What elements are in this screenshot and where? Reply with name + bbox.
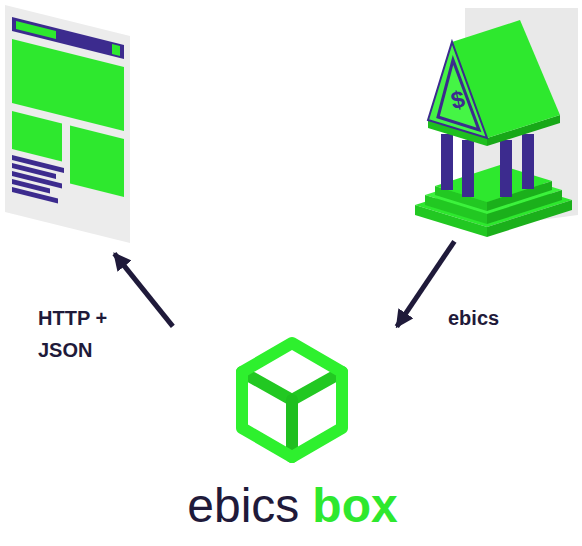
page-logo-block: [16, 21, 56, 39]
edge-label: HTTP + JSON: [38, 302, 120, 366]
bank-illustration: [415, 8, 578, 237]
brand-word: box: [312, 479, 397, 532]
flow-arrow: [114, 254, 172, 327]
bank-pediment: [428, 42, 487, 138]
cube-outline: [242, 343, 342, 457]
web-page-illustration: [5, 5, 130, 243]
brand-word: ebics: [187, 479, 299, 532]
ebics-box-node: ebicsbox: [175, 335, 410, 535]
currency-symbol: $: [449, 85, 468, 114]
cube-edge: [242, 372, 292, 400]
bank-column: [500, 140, 512, 197]
page-panel: [5, 5, 130, 243]
flow-arrow: [397, 241, 455, 326]
bank-column: [462, 140, 474, 197]
bank-column: [522, 134, 534, 189]
text-group: ebicsbox: [175, 480, 410, 533]
page-text-line: [12, 187, 58, 204]
cube-edge: [292, 372, 342, 400]
page-menu-block: [112, 44, 120, 56]
text-group: $: [441, 84, 476, 116]
page-content-block: [12, 111, 62, 162]
web-page-node: [5, 5, 130, 245]
edge-label: ebics: [448, 302, 538, 334]
bank-step: [487, 181, 552, 211]
bank-column: [441, 134, 453, 190]
bank-node: $: [420, 5, 580, 233]
cube-logo: [242, 343, 342, 457]
bank-pediment-trim: [438, 60, 479, 130]
page-content-block: [70, 126, 124, 198]
